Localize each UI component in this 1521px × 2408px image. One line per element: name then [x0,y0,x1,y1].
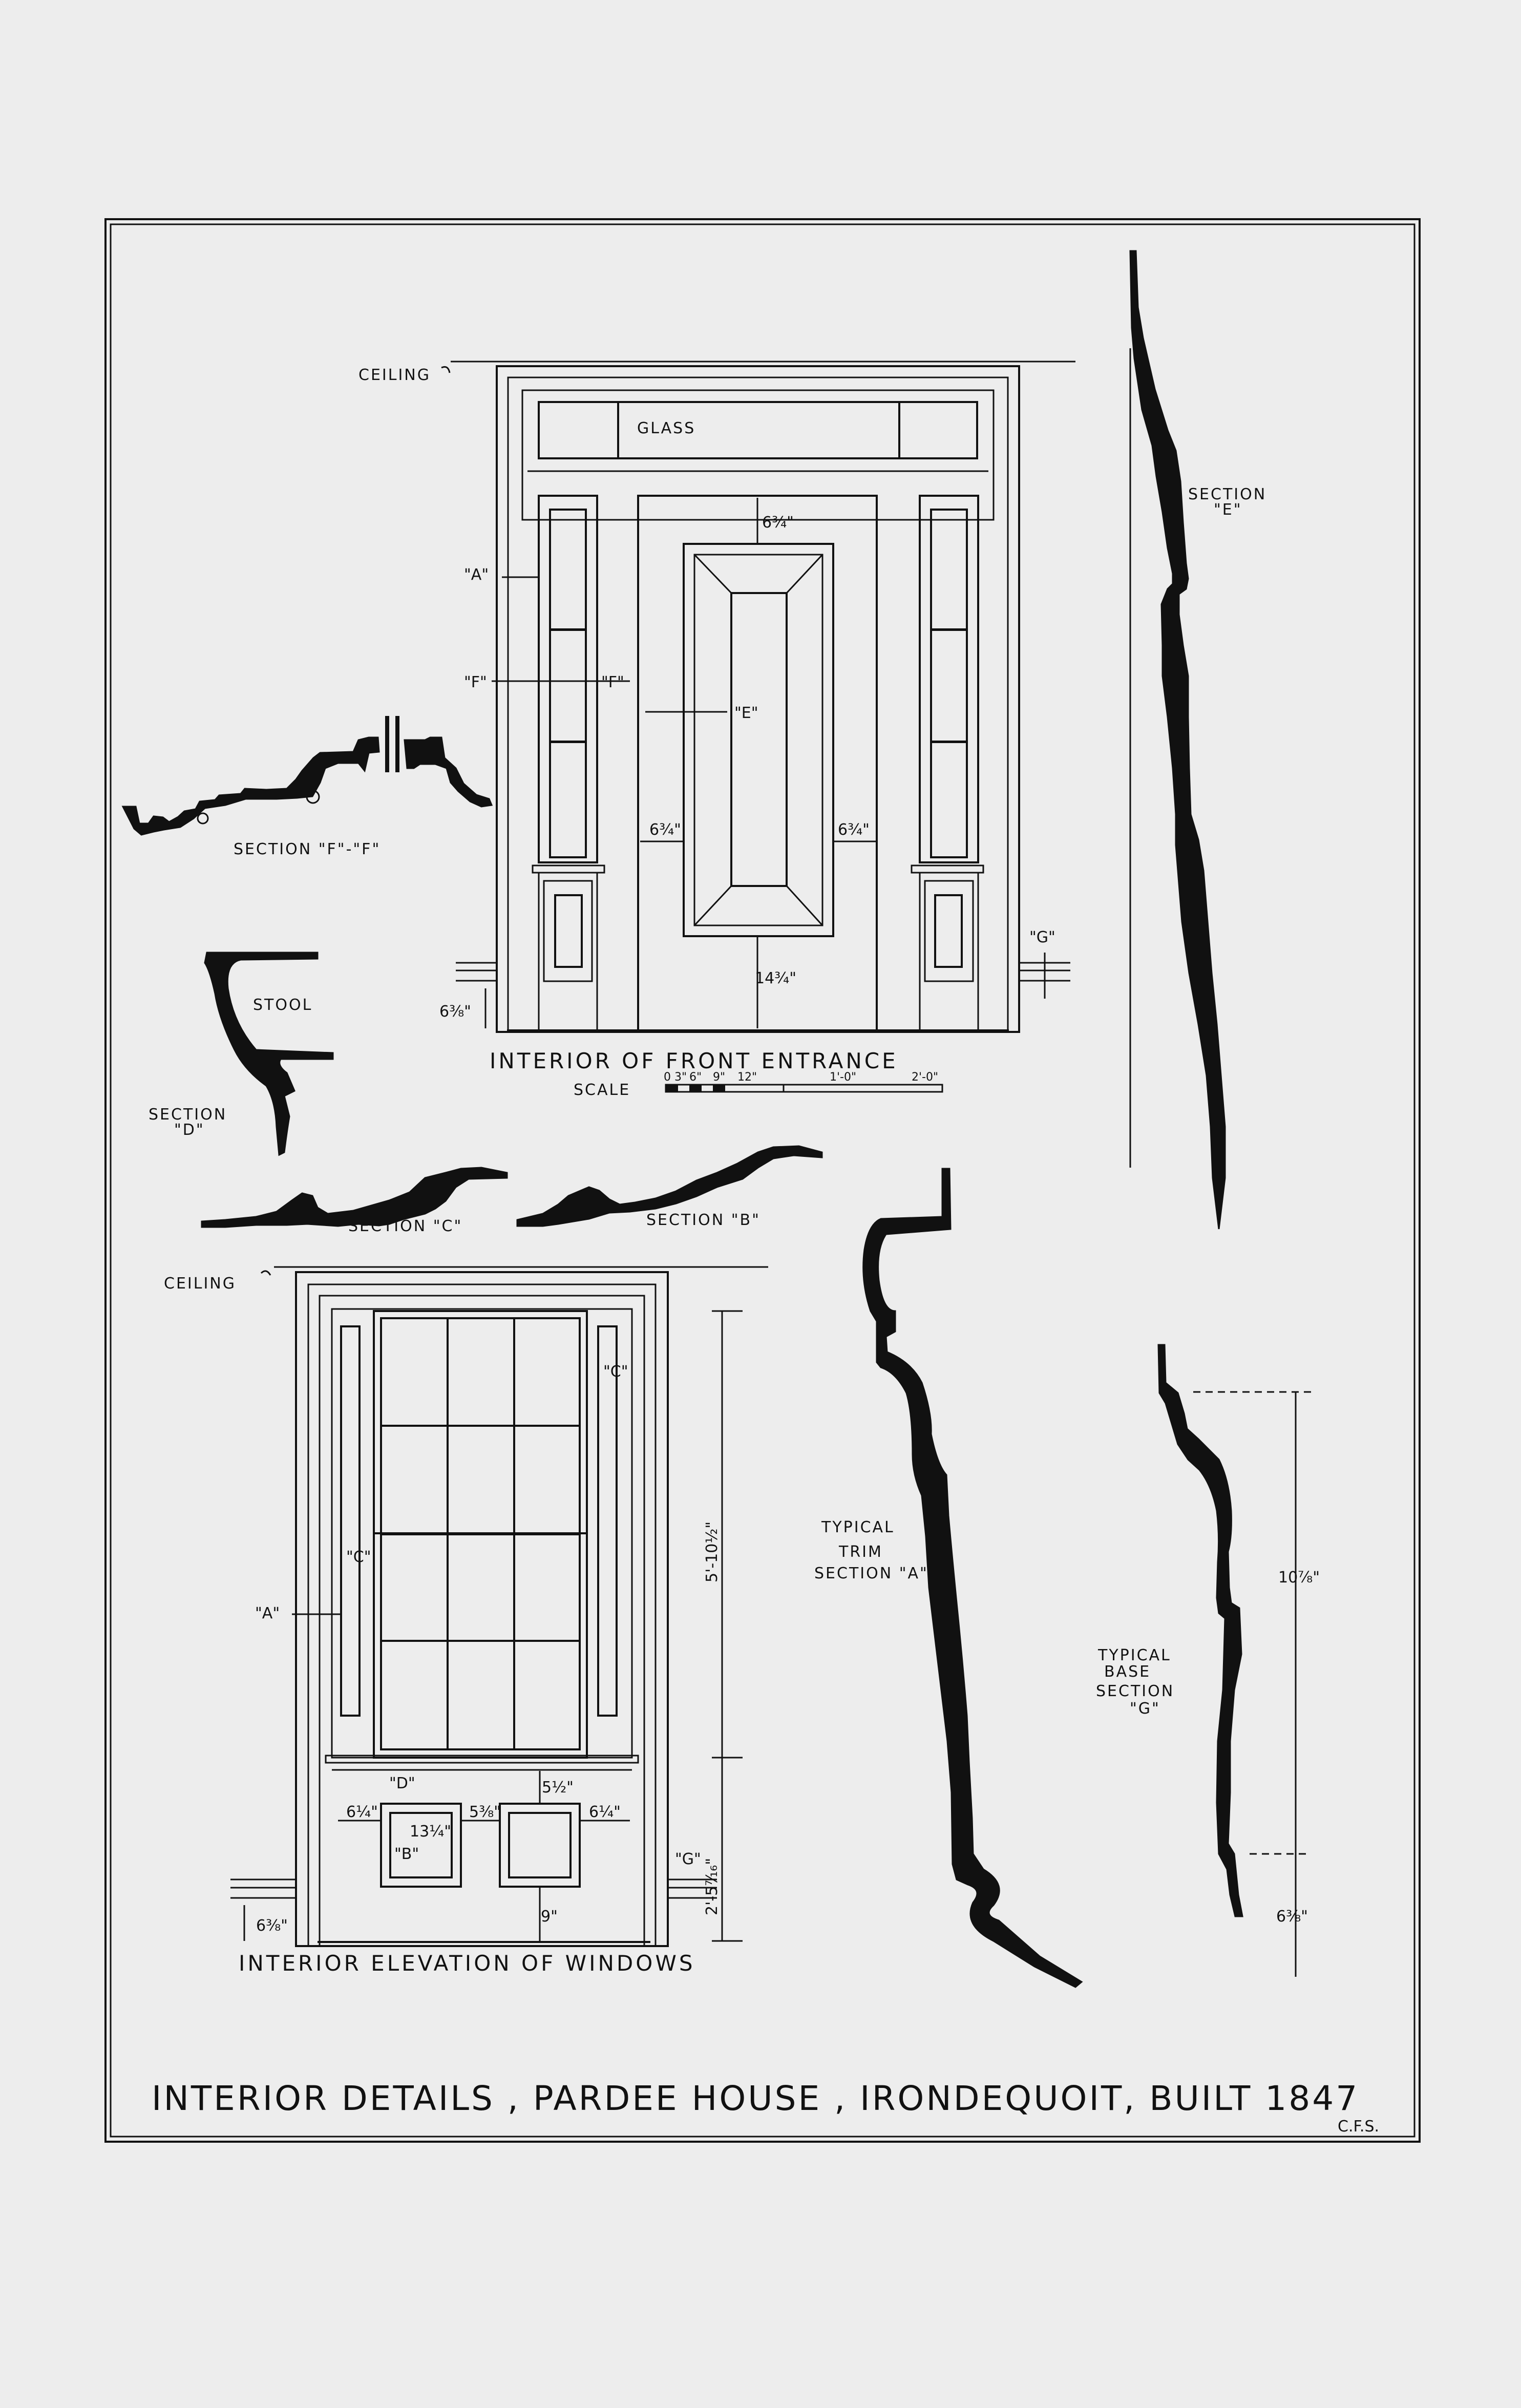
section-e-profile [1129,250,1226,1230]
base-label-line2: BASE [1104,1663,1151,1681]
entrance-ceiling-label: CEILING [358,366,431,384]
dim-entrance-base: 6⅜" [439,1003,471,1021]
base-label-line1: TYPICAL [1097,1646,1171,1664]
window-elevation [230,1266,768,1947]
section-e-label-line2: "E" [1214,501,1242,519]
base-dim-lower: 6⅜" [1276,1908,1308,1926]
scale-tick-label: 0 3" [664,1071,687,1084]
section-b-label: SECTION "B" [646,1211,760,1229]
sheet-border [104,218,1421,2143]
marker-g-entrance: "G" [1029,928,1055,946]
base-dimension-lines [1193,1391,1311,1977]
scale-bar [665,1084,943,1093]
section-d-profile [204,952,334,1156]
section-d-label-line2: "D" [174,1121,205,1139]
scale-tick-label: 12" [737,1071,757,1084]
marker-c-left: "C" [346,1548,371,1566]
base-label-line3: SECTION [1096,1682,1174,1700]
base-section-g-profile [1157,1344,1243,1917]
section-ff-label: SECTION "F"-"F" [234,840,381,858]
scale-tick-label: 2'-0" [912,1071,938,1084]
dim-door-top: 6¾" [762,514,794,532]
marker-a-windows: "A" [255,1604,280,1622]
scale-label: SCALE [574,1081,630,1099]
marker-d: "D" [389,1775,415,1792]
trim-label-line3: SECTION "A" [814,1565,928,1582]
dim-window-bottom: 9" [541,1908,558,1926]
marker-a-entrance: "A" [464,566,489,584]
sheet-title: INTERIOR DETAILS , PARDEE HOUSE , IRONDE… [152,2079,1359,2118]
base-dim-upper: 10⅞" [1278,1569,1320,1587]
dim-window-apron: 2'-5⁷⁄₁₆" [703,1858,721,1915]
stool-label: STOOL [253,996,312,1014]
marker-b: "B" [394,1845,419,1863]
trim-label-line2: TRIM [838,1543,883,1561]
trim-label-line1: TYPICAL [821,1518,895,1536]
dim-window-left: 6¼" [346,1803,378,1821]
front-entrance-elevation [441,361,1075,1033]
marker-f-right: "F" [601,673,624,691]
dim-window-base: 6⅜" [256,1917,288,1935]
marker-g-windows: "G" [675,1850,701,1868]
entrance-caption: INTERIOR OF FRONT ENTRANCE [490,1048,898,1073]
scale-tick-label: 6" [689,1071,702,1084]
scale-tick-labels: 0 3"6" 9" 12" 1'-0" 2'-0" [664,1071,938,1084]
marker-c-upper: "C" [603,1363,628,1381]
dim-window-top: 5½" [542,1779,574,1797]
windows-caption: INTERIOR ELEVATION OF WINDOWS [239,1951,695,1976]
scale-tick-label: 1'-0" [830,1071,856,1084]
glass-label: GLASS [637,419,695,437]
section-c-profile [201,1167,508,1228]
dim-door-left: 6¾" [649,821,681,839]
marker-e: "E" [734,704,758,722]
scale-tick-label: 9" [713,1071,725,1084]
dim-window-right: 6¼" [589,1803,621,1821]
sheet-initials: C.F.S. [1338,2118,1379,2136]
section-c-label: SECTION "C" [348,1217,462,1235]
section-e-label-line1: SECTION [1188,485,1266,503]
marker-f-left: "F" [464,673,487,691]
dim-window-mid: 5⅜" [469,1803,501,1821]
base-label-line4: "G" [1130,1700,1160,1718]
dim-window-height: 5'-10½" [703,1522,721,1582]
section-b-profile [516,1145,823,1227]
section-d-label-line1: SECTION [149,1106,227,1124]
trim-section-a-profile [862,1168,1083,1988]
windows-ceiling-label: CEILING [164,1275,236,1293]
dim-door-right: 6¾" [838,821,870,839]
dim-door-bottom: 14¾" [755,969,796,987]
dim-window-panel: 13¼" [410,1823,451,1841]
section-ff-profile [121,716,493,836]
